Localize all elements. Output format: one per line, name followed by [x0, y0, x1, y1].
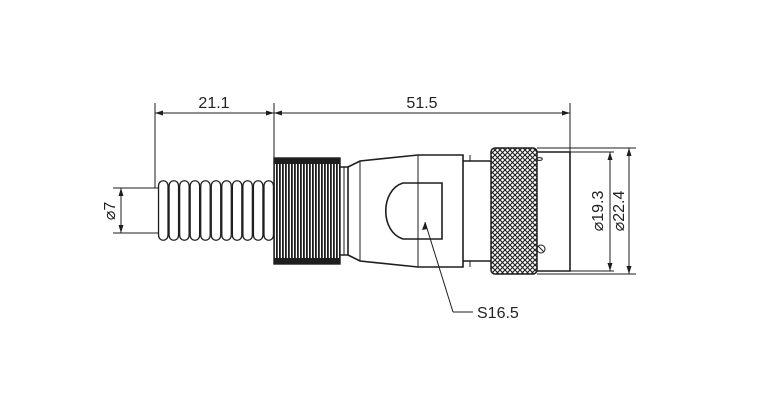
dimension-cable-diameter: ⌀7: [102, 187, 160, 234]
wrench-flat-callout: S16.5: [422, 221, 519, 322]
dimension-outer-diameter: ⌀22.4: [537, 147, 636, 275]
wrench-flat: [384, 182, 443, 240]
spring-coil: [168, 180, 180, 241]
front-socket: [536, 151, 608, 272]
cable-diameter-label: ⌀7: [102, 202, 119, 221]
rear-grip-nut: [273, 157, 341, 265]
dimension-inner-diameter: ⌀19.3: [590, 151, 614, 272]
cable-spring: [157, 180, 275, 241]
coding-key: [536, 244, 546, 254]
knurled-coupling-ring: [490, 147, 538, 275]
dimension-body-length: 51.5: [274, 95, 571, 152]
outer-diameter-label: ⌀22.4: [611, 191, 628, 232]
spring-coil: [242, 180, 254, 241]
spring-coil: [189, 180, 201, 241]
spring-coil: [178, 180, 190, 241]
spring-coil: [263, 180, 275, 241]
spring-coil: [157, 180, 169, 241]
spring-coil: [200, 180, 211, 241]
spring-coil: [221, 180, 232, 241]
inner-diameter-label: ⌀19.3: [590, 191, 607, 232]
neck-collar: [340, 166, 349, 256]
spring-coil: [210, 180, 222, 241]
body-length-label: 51.5: [406, 95, 437, 112]
spring-coil: [252, 180, 264, 241]
connector-body: [347, 154, 492, 268]
spring-coil: [231, 180, 243, 241]
dimension-cable-length: 21.1: [154, 95, 275, 188]
cable-length-label: 21.1: [198, 95, 229, 112]
wrench-flat-label: S16.5: [477, 305, 519, 322]
